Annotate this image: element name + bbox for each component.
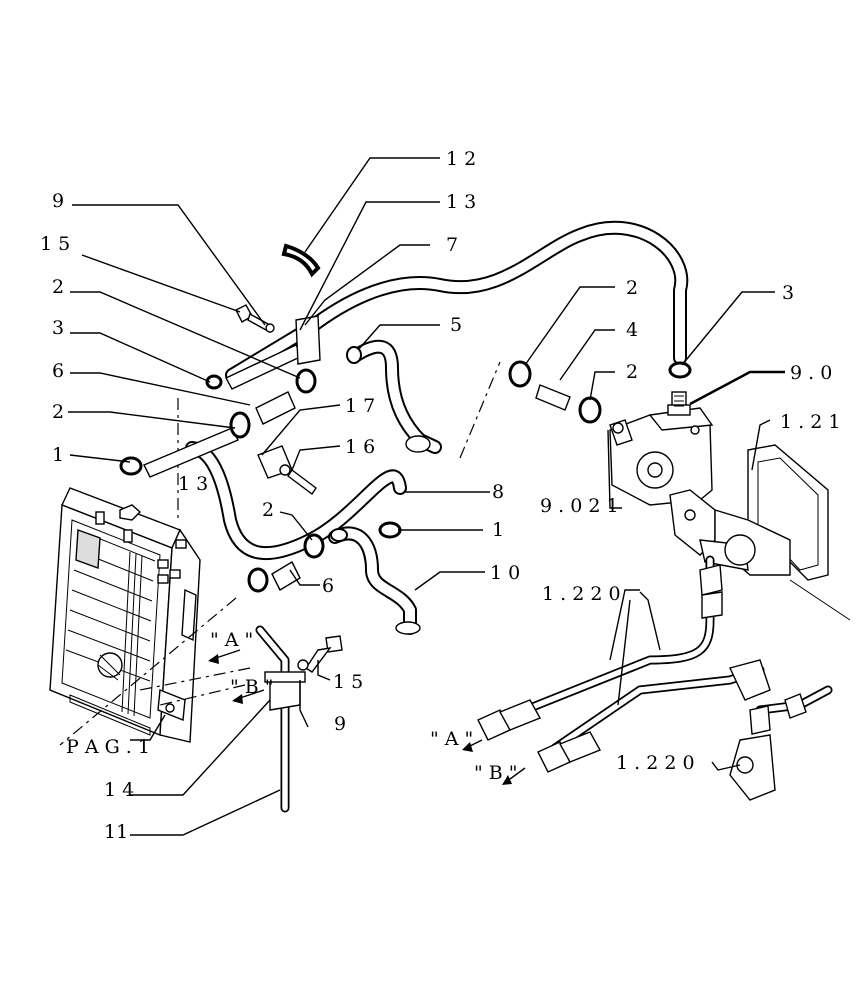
callout-9-top: 9 xyxy=(52,190,64,212)
callout-5: 5 xyxy=(450,314,462,336)
marker-b-left: " B " xyxy=(230,676,274,698)
mounting-flange-121 xyxy=(669,444,851,621)
callout-9-0: 9 . 0 xyxy=(790,362,832,384)
callout-11: 11 xyxy=(104,821,128,843)
callout-14: 1 4 xyxy=(104,779,134,801)
callout-17: 1 7 xyxy=(345,395,375,417)
callout-1-left: 1 xyxy=(52,444,64,466)
valve-block-9021 xyxy=(609,391,714,506)
callout-6-top: 6 xyxy=(52,360,64,382)
callout-1-right: 1 xyxy=(492,519,504,541)
callout-1-220-bottom: 1 . 2 2 0 xyxy=(616,752,695,774)
callout-labels: 1 2 1 3 9 1 5 7 2 5 3 6 1 7 2 1 6 1 1 3 … xyxy=(40,148,840,843)
hose-clamps xyxy=(119,346,692,593)
hydraulic-lines-1220 xyxy=(477,555,833,801)
callout-13-top: 1 3 xyxy=(446,191,476,213)
callout-8: 8 xyxy=(492,481,504,503)
callout-2-c: 2 xyxy=(262,499,274,521)
callout-6-bottom: 6 xyxy=(322,575,334,597)
radiator-assembly xyxy=(49,487,201,743)
callout-9-021: 9 . 0 2 1 xyxy=(540,495,619,517)
callout-15-bottom: 1 5 xyxy=(333,671,363,693)
connector-tubes xyxy=(143,344,571,635)
callout-3-right: 3 xyxy=(782,282,794,304)
callout-2-b: 2 xyxy=(52,401,64,423)
marker-b-right: " B " xyxy=(474,762,518,784)
callout-2-right-top: 2 xyxy=(626,277,638,299)
callout-3-left: 3 xyxy=(52,317,64,339)
pipe-11-with-clip-14 xyxy=(255,625,306,813)
arrow-markers xyxy=(208,649,526,785)
callout-4: 4 xyxy=(626,319,638,341)
marker-a-left: " A " xyxy=(210,629,253,651)
callout-2-a: 2 xyxy=(52,276,64,298)
callout-15-top: 1 5 xyxy=(40,233,70,255)
page-reference: P A G . 1 xyxy=(66,736,150,758)
callout-10: 1 0 xyxy=(490,562,520,584)
callout-13-mid: 1 3 xyxy=(178,473,208,495)
marker-a-right: " A " xyxy=(430,728,473,750)
callout-1-220-top: 1 . 2 2 0 xyxy=(542,583,621,605)
callout-7: 7 xyxy=(446,234,458,256)
callout-12: 1 2 xyxy=(446,148,476,170)
callout-16: 1 6 xyxy=(345,436,375,458)
callout-1-21: 1 . 2 1 xyxy=(780,411,840,433)
callout-2-right-mid: 2 xyxy=(626,361,638,383)
leader-lines xyxy=(68,157,785,836)
callout-9-bottom: 9 xyxy=(334,713,346,735)
